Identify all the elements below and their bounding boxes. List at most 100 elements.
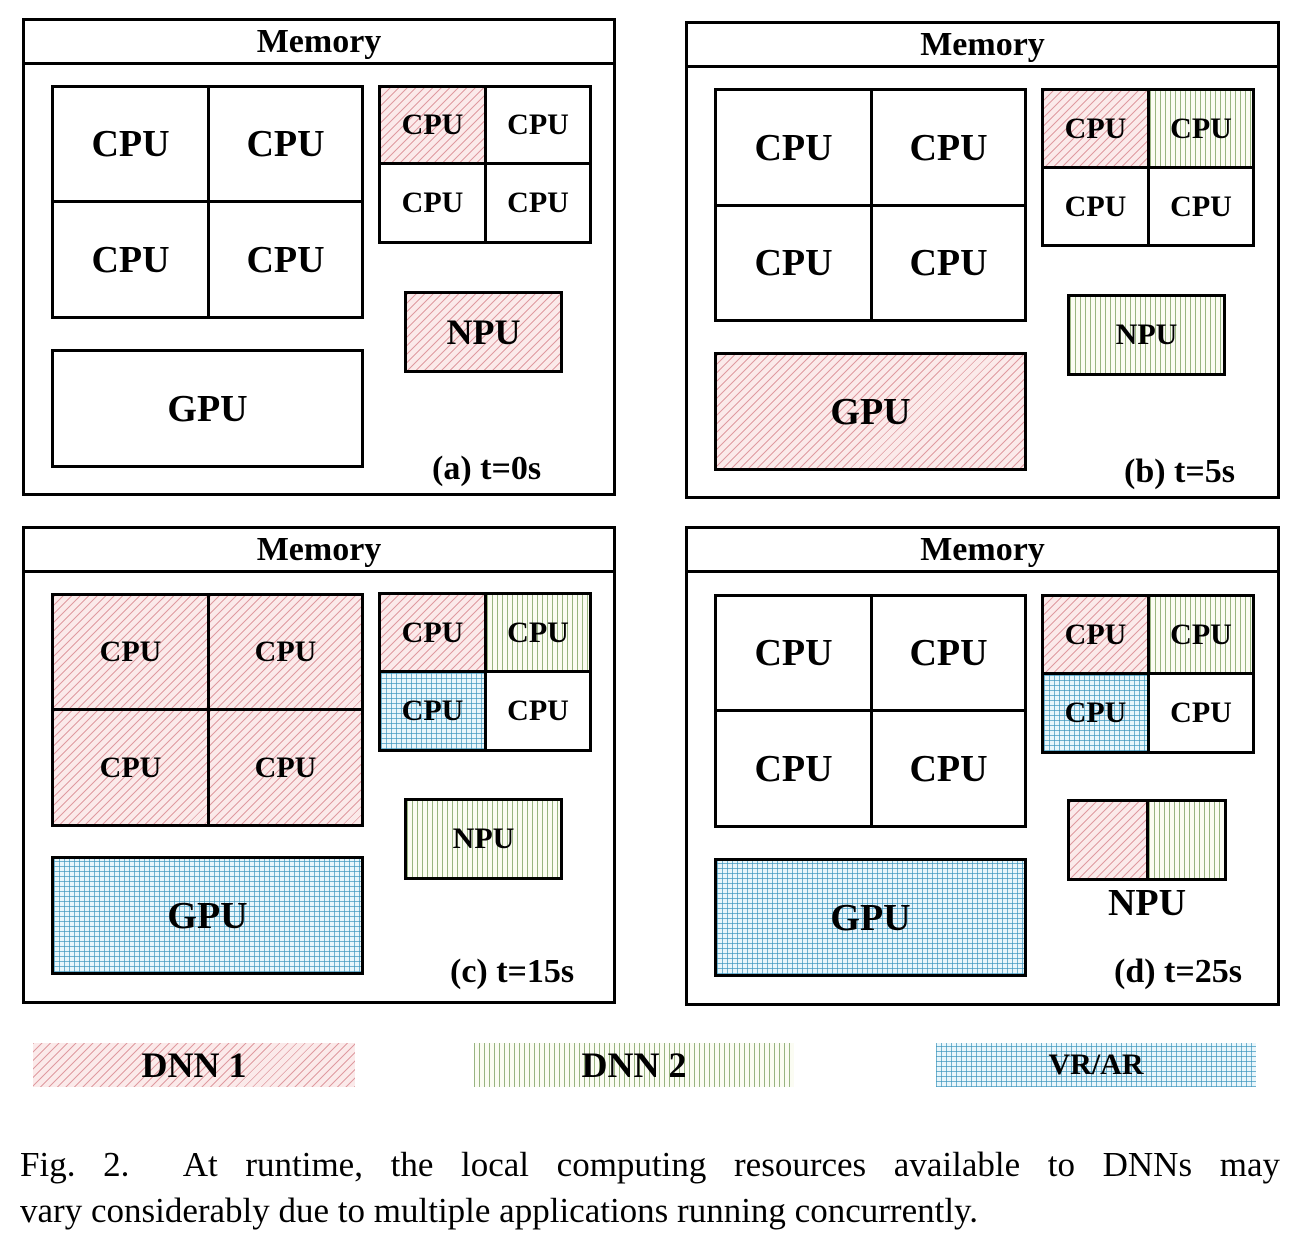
- memory-label-d: Memory: [920, 530, 1045, 568]
- cpu-label: CPU: [1064, 617, 1127, 651]
- small-cpu-b-3: CPU: [1041, 166, 1150, 247]
- cpu-label: CPU: [254, 635, 317, 668]
- memory-bar-d: Memory: [688, 529, 1277, 573]
- small-cpu-c-1: CPU: [378, 592, 487, 673]
- cpu-label: CPU: [754, 747, 833, 790]
- gpu-label: GPU: [167, 387, 248, 430]
- time-label-b: (b) t=5s: [1124, 453, 1235, 490]
- caption-line-1: Fig. 2. At runtime, the local computing …: [20, 1145, 1280, 1184]
- big-cpu-d-2: CPU: [870, 594, 1027, 712]
- cpu-label: CPU: [1170, 617, 1232, 651]
- cpu-label: CPU: [507, 108, 569, 141]
- time-label-a: (a) t=0s: [432, 450, 542, 487]
- npu-b: NPU: [1067, 294, 1226, 376]
- cpu-label: CPU: [99, 635, 162, 668]
- gpu-a: GPU: [51, 349, 364, 468]
- cpu-label: CPU: [1064, 111, 1127, 145]
- big-cpu-d-3: CPU: [714, 709, 873, 828]
- big-cpu-b-2: CPU: [870, 88, 1027, 207]
- small-cpu-a-4: CPU: [484, 162, 592, 244]
- small-cpu-d-4: CPU: [1147, 672, 1255, 754]
- big-cpu-d-1: CPU: [714, 594, 873, 712]
- legend-vrar: VR/AR: [936, 1043, 1256, 1087]
- legend-dnn1: DNN 1: [33, 1043, 355, 1087]
- big-cpu-a-3: CPU: [51, 200, 210, 319]
- small-cpu-d-3: CPU: [1041, 672, 1150, 754]
- cpu-label: CPU: [401, 186, 464, 219]
- figure-caption: Fig. 2. At runtime, the local computing …: [20, 1142, 1280, 1234]
- small-cpu-a-2: CPU: [484, 85, 592, 165]
- gpu-c: GPU: [51, 856, 364, 975]
- small-cpu-b-4: CPU: [1147, 166, 1255, 247]
- legend-dnn2-label: DNN 2: [581, 1045, 687, 1085]
- memory-bar-b: Memory: [688, 24, 1277, 68]
- time-label-c: (c) t=15s: [450, 953, 575, 990]
- small-cpu-d-1: CPU: [1041, 594, 1150, 675]
- cpu-label: CPU: [99, 750, 162, 784]
- legend-vrar-label: VR/AR: [1048, 1048, 1144, 1081]
- gpu-label: GPU: [830, 390, 911, 433]
- cpu-label: CPU: [754, 632, 833, 674]
- cpu-label: CPU: [909, 632, 988, 674]
- big-cpu-c-4: CPU: [207, 708, 364, 827]
- cpu-label: CPU: [246, 123, 325, 165]
- small-cpu-b-2: CPU: [1147, 88, 1255, 169]
- big-cpu-b-1: CPU: [714, 88, 873, 207]
- cpu-label: CPU: [1064, 189, 1127, 223]
- big-cpu-c-2: CPU: [207, 593, 364, 711]
- cpu-label: CPU: [909, 242, 988, 284]
- small-cpu-c-3: CPU: [378, 670, 487, 752]
- small-cpu-c-2: CPU: [484, 592, 592, 673]
- npu-d-dnn2-half: [1146, 799, 1227, 881]
- gpu-label: GPU: [167, 894, 248, 937]
- npu-label: NPU: [452, 822, 515, 855]
- big-cpu-a-1: CPU: [51, 85, 210, 203]
- big-cpu-b-3: CPU: [714, 204, 873, 322]
- big-cpu-d-4: CPU: [870, 709, 1027, 828]
- cpu-label: CPU: [1170, 696, 1232, 729]
- cpu-label: CPU: [401, 615, 464, 649]
- big-cpu-a-2: CPU: [207, 85, 364, 203]
- panel-a: [22, 18, 616, 496]
- cpu-label: CPU: [754, 242, 833, 284]
- cpu-label: CPU: [91, 238, 170, 281]
- memory-label-a: Memory: [256, 22, 382, 60]
- small-cpu-a-1: CPU: [378, 85, 487, 165]
- npu-d-label-box: NPU: [1067, 882, 1227, 924]
- cpu-label: CPU: [401, 694, 464, 727]
- gpu-label: GPU: [830, 896, 911, 939]
- cpu-label: CPU: [1064, 696, 1127, 729]
- small-cpu-a-3: CPU: [378, 162, 487, 244]
- big-cpu-b-4: CPU: [870, 204, 1027, 322]
- legend-dnn2: DNN 2: [474, 1043, 794, 1087]
- cpu-label: CPU: [754, 126, 833, 169]
- npu-label: NPU: [1115, 318, 1178, 351]
- npu-d-dnn1-half: [1067, 799, 1149, 881]
- npu-c: NPU: [404, 798, 563, 880]
- caption-line-2: vary considerably due to multiple applic…: [20, 1191, 979, 1230]
- big-cpu-c-3: CPU: [51, 708, 210, 827]
- cpu-label: CPU: [909, 126, 988, 169]
- cpu-label: CPU: [507, 615, 569, 649]
- cpu-label: CPU: [1170, 189, 1232, 223]
- npu-label: NPU: [1107, 882, 1187, 924]
- memory-label-b: Memory: [920, 25, 1045, 63]
- cpu-label: CPU: [1170, 111, 1232, 145]
- cpu-label: CPU: [909, 747, 988, 790]
- big-cpu-a-4: CPU: [207, 200, 364, 319]
- small-cpu-b-1: CPU: [1041, 88, 1150, 169]
- cpu-label: CPU: [507, 694, 569, 727]
- time-label-d: (d) t=25s: [1114, 953, 1242, 990]
- legend-dnn1-label: DNN 1: [141, 1045, 247, 1085]
- cpu-label: CPU: [507, 186, 569, 219]
- memory-bar-a: Memory: [25, 21, 613, 65]
- memory-label-c: Memory: [256, 530, 382, 568]
- npu-label: NPU: [446, 312, 521, 352]
- npu-a: NPU: [404, 291, 563, 373]
- memory-bar-c: Memory: [25, 529, 613, 573]
- big-cpu-c-1: CPU: [51, 593, 210, 711]
- small-cpu-d-2: CPU: [1147, 594, 1255, 675]
- gpu-d: GPU: [714, 858, 1027, 977]
- small-cpu-c-4: CPU: [484, 670, 592, 752]
- cpu-label: CPU: [246, 238, 325, 281]
